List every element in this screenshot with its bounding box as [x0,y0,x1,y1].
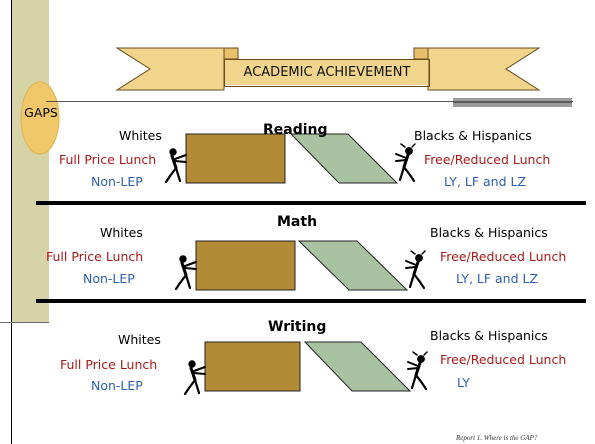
pushing-figure-icon [407,351,428,391]
subject-title: Math [277,214,318,230]
left-group-label: Whites [100,225,143,240]
pushing-figure-icon [395,143,416,183]
right-income-label: Free/Reduced Lunch [424,152,551,167]
left-income-label: Full Price Lunch [59,152,157,167]
row-divider [36,299,586,303]
source-note: Report 1. Where is the GAP? [456,434,538,442]
right-income-label: Free/Reduced Lunch [440,249,567,264]
subject-title: Writing [268,319,327,335]
sidebar-divider [0,322,49,323]
subject-title: Reading [263,122,328,138]
pushing-figure-icon [174,255,197,291]
left-group-label: Whites [118,332,161,347]
accent-bar [453,98,572,107]
left-block [195,240,296,291]
slide-left-border [11,0,12,444]
left-group-label: Whites [119,128,162,143]
left-block [185,133,286,184]
sidebar-strip [12,0,49,322]
right-group-label: Blacks & Hispanics [430,328,548,343]
right-group-label: Blacks & Hispanics [430,225,548,240]
right-parallelogram [289,133,399,184]
pushing-figure-icon [405,250,426,290]
left-block [204,341,301,392]
left-language-label: Non-LEP [91,174,143,189]
right-language-label: LY, LF and LZ [456,271,539,286]
pushing-figure-icon [183,360,206,396]
title-ribbon [115,47,541,91]
gaps-badge [20,81,60,155]
row-divider [36,201,586,205]
pushing-figure-icon [164,148,187,184]
left-income-label: Full Price Lunch [60,357,158,372]
right-income-label: Free/Reduced Lunch [440,352,567,367]
right-parallelogram [297,240,409,291]
right-parallelogram [303,341,412,392]
gaps-label: GAPS [24,105,58,120]
left-language-label: Non-LEP [83,271,135,286]
right-group-label: Blacks & Hispanics [414,128,532,143]
right-language-label: LY, LF and LZ [444,174,527,189]
left-income-label: Full Price Lunch [46,249,144,264]
slide-title: ACADEMIC ACHIEVEMENT [224,59,430,87]
title-rule [46,101,573,102]
left-language-label: Non-LEP [91,378,143,393]
right-language-label: LY [457,375,470,390]
